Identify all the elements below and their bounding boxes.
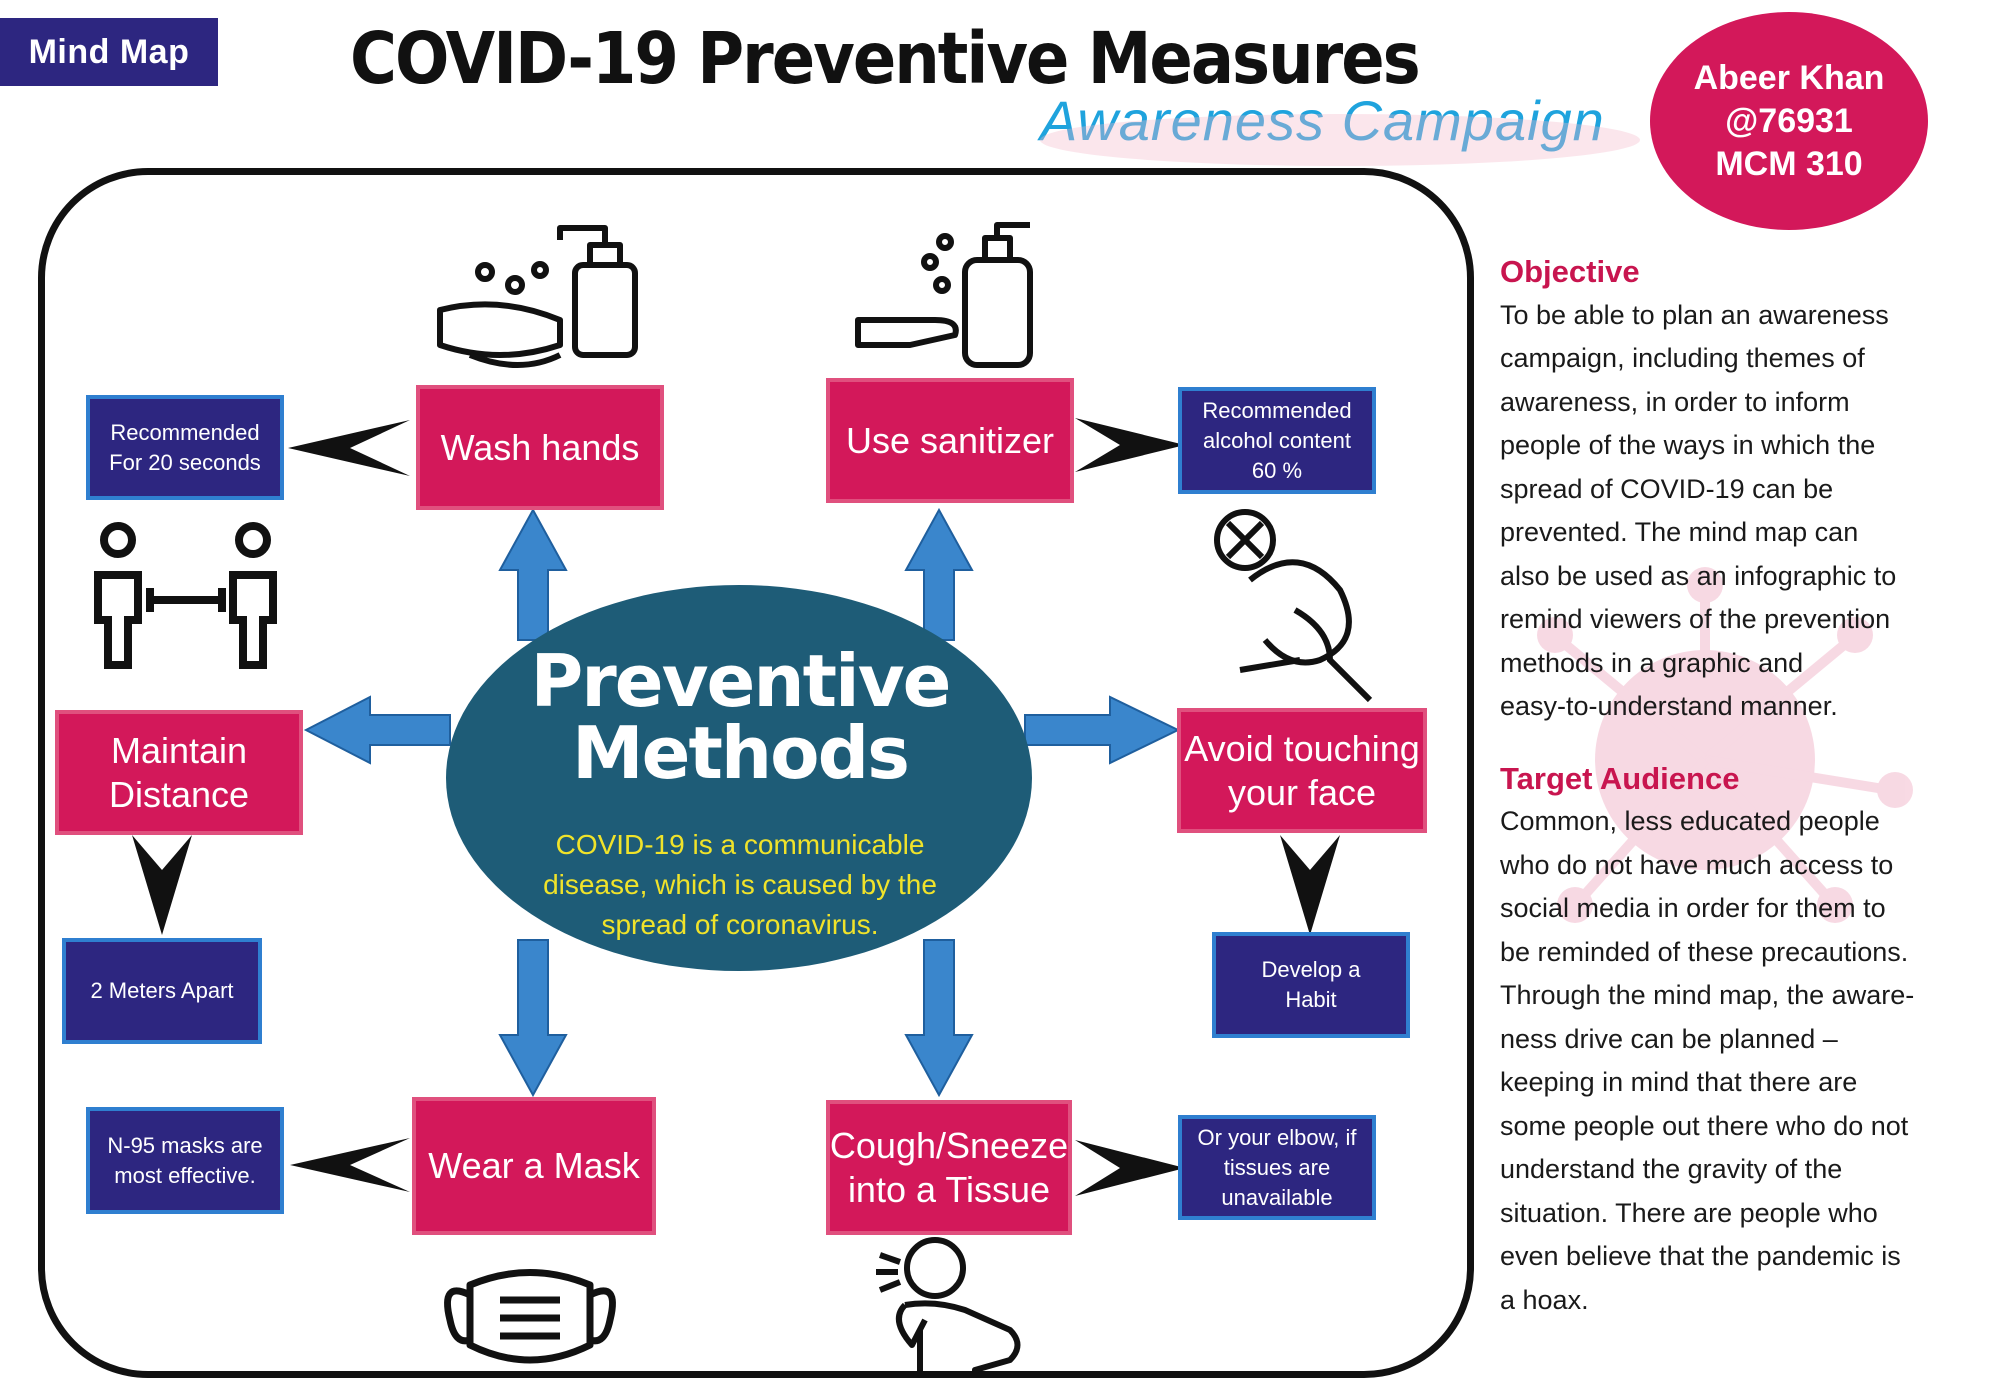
wash-hands-label: Wash hands	[440, 426, 640, 468]
audience-line: who do not have much access to	[1500, 849, 1894, 880]
arrow-to-wash	[498, 507, 568, 641]
use-sanitizer-node: Use sanitizer	[826, 378, 1074, 503]
author-name: Abeer Khan	[1693, 58, 1885, 97]
audience-line: some people out there who do not	[1500, 1110, 1909, 1141]
center-node	[446, 585, 1032, 971]
sidebar-text: Objective To be able to plan an awarenes…	[1500, 250, 1980, 1322]
objective-line: methods in a graphic and	[1500, 647, 1804, 678]
center-title-line1: Preventive	[530, 639, 952, 723]
audience-line: a hoax.	[1500, 1284, 1589, 1315]
sneeze-icon	[876, 1237, 1021, 1378]
page-title: COVID-19 Preventive Measures	[350, 18, 1421, 101]
face-note: Develop a Habit	[1212, 932, 1410, 1038]
arrow-to-sanitizer	[904, 507, 974, 641]
wash-hands-note-line2: For 20 seconds	[109, 449, 261, 475]
no-face-touch-icon	[1214, 509, 1373, 703]
objective-line: easy-to-understand manner.	[1500, 691, 1838, 721]
sanitizer-icon	[855, 222, 1033, 368]
objective-heading: Objective	[1500, 254, 1640, 289]
mask-note: N-95 masks are most effective.	[86, 1107, 284, 1214]
arrow-to-face	[1024, 695, 1181, 765]
chevron-mask	[290, 1138, 410, 1192]
sanitizer-note-line3: 60 %	[1251, 457, 1303, 483]
cough-note-line2: tissues are	[1223, 1154, 1331, 1180]
center-description: COVID-19 is a communicable disease, whic…	[543, 829, 937, 940]
objective-line: awareness, in order to inform	[1500, 386, 1850, 417]
wear-mask-label: Wear a Mask	[428, 1145, 640, 1186]
mind-map-frame	[38, 168, 1474, 1378]
avoid-touching-face-node: Avoid touching your face	[1177, 708, 1427, 833]
cough-sneeze-node: Cough/Sneeze into a Tissue	[826, 1100, 1072, 1235]
sanitizer-note: Recommended alcohol content 60 %	[1178, 387, 1376, 494]
maintain-distance-label-1: Maintain	[110, 729, 248, 771]
maintain-distance-label-2: Distance	[108, 773, 250, 815]
audience-line: ness drive can be planned –	[1500, 1023, 1838, 1054]
objective-line: campaign, including themes of	[1500, 343, 1865, 373]
wear-mask-node: Wear a Mask	[412, 1097, 656, 1235]
objective-body: To be able to plan an awareness campaign…	[1500, 294, 1980, 729]
objective-line: also be used as an infographic to	[1500, 560, 1897, 591]
cough-note: Or your elbow, if tissues are unavailabl…	[1178, 1115, 1376, 1220]
chevron-distance	[132, 835, 192, 935]
arrow-to-mask	[498, 939, 568, 1098]
audience-line: be reminded of these precautions.	[1500, 936, 1909, 967]
chevron-sanitizer	[1075, 418, 1185, 472]
social-distance-icon	[94, 522, 277, 669]
face-note-line1: Develop a	[1261, 957, 1361, 982]
face-note-line2: Habit	[1285, 987, 1337, 1012]
audience-body: Common, less educated people who do not …	[1500, 800, 1980, 1322]
wash-hands-note-line1: Recommended	[110, 419, 260, 445]
chevron-face	[1280, 835, 1340, 935]
audience-line: keeping in mind that there are	[1500, 1067, 1858, 1097]
face-mask-icon	[444, 1269, 616, 1364]
objective-line: To be able to plan an awareness	[1500, 299, 1889, 330]
cough-note-line1: Or your elbow, if	[1197, 1124, 1357, 1150]
distance-note-text: 2 Meters Apart	[90, 978, 234, 1003]
objective-line: people of the ways in which the	[1500, 430, 1876, 460]
cough-note-line3: unavailable	[1221, 1184, 1333, 1210]
chevron-wash	[288, 420, 410, 476]
sanitizer-note-line1: Recommended	[1202, 397, 1352, 423]
sanitizer-note-line2: alcohol content	[1203, 427, 1351, 453]
author-course: MCM 310	[1715, 144, 1863, 183]
objective-line: spread of COVID-19 can be	[1500, 473, 1834, 504]
mind-map-tag: Mind Map	[0, 18, 218, 86]
cough-sneeze-label-2: into a Tissue	[847, 1168, 1051, 1210]
wash-hands-note: Recommended For 20 seconds	[86, 395, 284, 500]
author-id: @76931	[1725, 101, 1853, 140]
audience-line: Through the mind map, the aware-	[1500, 980, 1915, 1010]
author-badge: Abeer Khan @76931 MCM 310	[1650, 12, 1928, 230]
avoid-touching-face-label-1: Avoid touching	[1184, 727, 1420, 769]
audience-line: situation. There are people who	[1500, 1197, 1878, 1228]
audience-line: understand the gravity of the	[1500, 1154, 1843, 1184]
mask-note-line1: N-95 masks are	[107, 1132, 263, 1158]
arrow-to-distance	[303, 695, 451, 765]
mask-note-line2: most effective.	[114, 1162, 256, 1188]
objective-line: prevented. The mind map can	[1500, 517, 1859, 547]
arrow-to-cough	[904, 939, 974, 1098]
distance-note: 2 Meters Apart	[62, 938, 262, 1044]
audience-line: social media in order for them to	[1500, 893, 1886, 923]
use-sanitizer-label: Use sanitizer	[845, 419, 1055, 461]
audience-line: even believe that the pandemic is	[1500, 1241, 1901, 1271]
audience-line: Common, less educated people	[1500, 806, 1880, 836]
objective-line: remind viewers of the prevention	[1500, 604, 1891, 634]
chevron-cough	[1075, 1140, 1185, 1196]
wash-hands-node: Wash hands	[416, 385, 664, 510]
page-subtitle: Awareness Campaign	[1040, 89, 1605, 152]
cough-sneeze-label-1: Cough/Sneeze	[829, 1124, 1069, 1166]
handwash-icon	[437, 225, 638, 368]
center-title: Preventive Methods	[470, 645, 1010, 789]
audience-heading: Target Audience	[1500, 760, 1740, 796]
maintain-distance-node: Maintain Distance	[55, 710, 303, 835]
center-title-line2: Methods	[571, 711, 910, 795]
avoid-touching-face-label-2: your face	[1227, 771, 1377, 813]
